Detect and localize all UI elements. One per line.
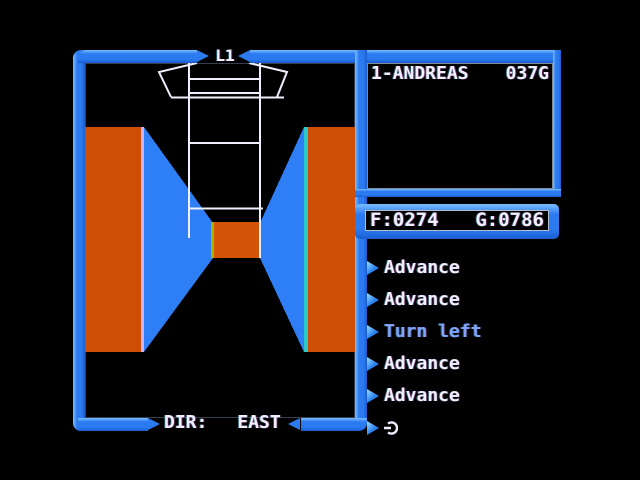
door-edge-artifact bbox=[211, 222, 214, 258]
compass-label: DIR: bbox=[164, 412, 208, 433]
character-title-row: 1-ANDREAS 037G bbox=[367, 63, 553, 84]
command-prompt-row[interactable] bbox=[367, 412, 597, 444]
ceiling-edge-right bbox=[248, 62, 289, 98]
food-value: F:0274 bbox=[370, 209, 439, 231]
far-wall-left bbox=[144, 127, 213, 352]
viewport-frame-bottom-left bbox=[78, 418, 148, 431]
ceiling-edge-left bbox=[157, 62, 198, 98]
compass: DIR: EAST bbox=[164, 414, 281, 432]
corridor-wireframe bbox=[157, 62, 289, 258]
command-pointer-icon bbox=[367, 293, 379, 307]
arrow-right-icon bbox=[197, 50, 209, 62]
command-label: Advance bbox=[384, 257, 460, 278]
far-door bbox=[211, 222, 259, 258]
command-log: Advance Advance Turn left Advance Advanc… bbox=[367, 252, 597, 444]
wall-edge-artifact-left bbox=[141, 127, 144, 352]
character-box-bottom-border bbox=[355, 189, 561, 197]
command-log-entry: Turn left bbox=[367, 316, 597, 348]
viewport-frame-bottom-right bbox=[301, 418, 367, 431]
wall-edge-artifact-right bbox=[304, 127, 308, 352]
character-name: 1-ANDREAS bbox=[371, 63, 469, 84]
reversed-e-cursor bbox=[384, 421, 398, 435]
level-indicator: L1 bbox=[215, 46, 235, 65]
command-pointer-icon bbox=[367, 357, 379, 371]
command-pointer-icon bbox=[367, 389, 379, 403]
character-status-box: 1-ANDREAS 037G bbox=[367, 63, 553, 189]
arrow-left-icon bbox=[288, 418, 300, 430]
character-gold-badge: 037G bbox=[505, 63, 549, 84]
viewport-frame-top-right bbox=[250, 50, 561, 63]
command-pointer-icon bbox=[367, 261, 379, 275]
near-wall-left bbox=[85, 127, 142, 352]
viewport-frame-top-left bbox=[78, 50, 197, 63]
command-label: Turn left bbox=[384, 321, 482, 342]
near-wall-right bbox=[308, 127, 355, 352]
command-log-entry: Advance bbox=[367, 348, 597, 380]
panel-frame-right bbox=[553, 50, 561, 197]
prompt-pointer-icon bbox=[367, 421, 379, 435]
command-log-entry: Advance bbox=[367, 380, 597, 412]
gold-value: G:0786 bbox=[475, 209, 544, 231]
resources-strip: F:0274 G:0786 bbox=[365, 210, 549, 231]
arrow-right-icon bbox=[148, 418, 160, 430]
command-label: Advance bbox=[384, 289, 460, 310]
arrow-left-icon bbox=[238, 50, 250, 62]
command-log-entry: Advance bbox=[367, 284, 597, 316]
far-wall-right bbox=[260, 127, 304, 352]
compass-value: EAST bbox=[237, 412, 281, 433]
command-pointer-icon bbox=[367, 325, 379, 339]
command-log-entry: Advance bbox=[367, 252, 597, 284]
dungeon-viewport[interactable] bbox=[85, 62, 355, 418]
command-label: Advance bbox=[384, 385, 460, 406]
command-label: Advance bbox=[384, 353, 460, 374]
resources-box: F:0274 G:0786 bbox=[355, 204, 559, 239]
viewport-frame-left bbox=[73, 50, 85, 431]
